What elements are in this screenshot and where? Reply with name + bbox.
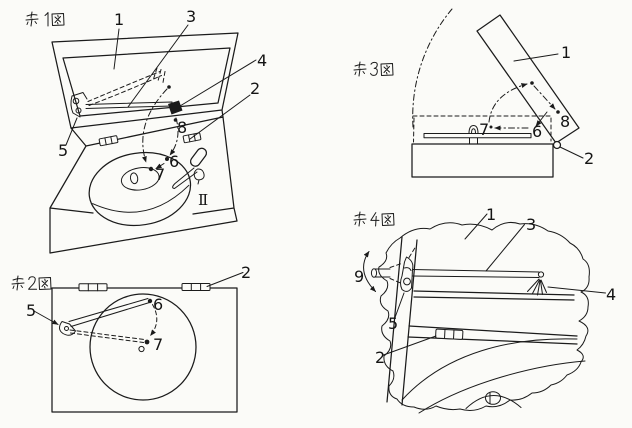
callout-3: 3 xyxy=(526,215,536,234)
lid-outline xyxy=(51,32,239,129)
callout-8: 8 xyxy=(177,118,187,137)
callout-6: 6 xyxy=(169,152,179,171)
cabinet-outline xyxy=(49,109,238,254)
point-dot xyxy=(167,85,171,89)
brush-motion-path-c xyxy=(155,163,165,169)
spindle-hole-detail xyxy=(485,391,501,405)
point-8-dot xyxy=(556,110,560,114)
turntable-side xyxy=(423,133,532,145)
point-7-dot xyxy=(144,339,150,345)
callout-4: 4 xyxy=(606,285,616,304)
callout-7: 7 xyxy=(153,335,163,354)
point-7-dot xyxy=(489,125,493,129)
cleaning-brush xyxy=(168,100,183,115)
lid-side-outline xyxy=(476,14,580,144)
callout-2: 2 xyxy=(584,149,594,168)
motion-arrow-up xyxy=(488,83,528,123)
brush-bristles xyxy=(527,278,547,296)
cleaning-arm-detail xyxy=(411,269,540,278)
pivot-bracket-detail xyxy=(400,256,414,292)
tonearm xyxy=(172,147,208,189)
arm-tip xyxy=(537,271,545,278)
arm-phantom-plan xyxy=(69,329,145,343)
lid-swing-arc xyxy=(412,8,453,128)
figure-3: 㐧3図 1 2 8 6 7 xyxy=(353,8,594,178)
motion-arrow-lid xyxy=(533,85,556,110)
hinge-left xyxy=(98,135,119,147)
callout-5: 5 xyxy=(388,314,398,333)
lid-bottom-edge xyxy=(413,290,575,301)
record-edge-arcs xyxy=(401,338,586,414)
figure-1-leader-lines xyxy=(65,24,257,146)
callout-3: 3 xyxy=(186,7,196,26)
brush-motion-path-b xyxy=(169,117,179,156)
callout-6: 6 xyxy=(532,122,542,141)
brush-sweep-arc xyxy=(150,304,158,336)
leader-2 xyxy=(206,272,244,287)
arm-pivot-bracket xyxy=(70,92,88,118)
cabinet-side-outline xyxy=(411,143,554,178)
callout-2: 2 xyxy=(250,79,260,98)
figure-4: 㐧4図 xyxy=(353,205,616,414)
callout-1: 1 xyxy=(486,205,496,224)
brush-point-dot xyxy=(530,81,534,85)
callout-2: 2 xyxy=(375,348,385,367)
callout-1: 1 xyxy=(114,10,124,29)
callout-5: 5 xyxy=(26,301,36,320)
figure-3-leader-lines xyxy=(513,53,584,159)
record-label-arc xyxy=(465,395,522,409)
leader-5-detail xyxy=(394,292,405,318)
hinge-left-plan xyxy=(78,283,108,292)
callout-7: 7 xyxy=(479,120,489,139)
rotation-arrow-9 xyxy=(363,251,376,292)
tonearm-mark: Ⅱ xyxy=(198,191,208,209)
arm-pivot-plan xyxy=(59,321,76,336)
callout-2: 2 xyxy=(241,263,251,282)
callout-5: 5 xyxy=(58,141,68,160)
record-plan xyxy=(89,293,197,401)
hinge-detail xyxy=(435,328,464,340)
leader-5 xyxy=(33,310,59,325)
callout-9: 9 xyxy=(354,267,364,286)
point-6-dot xyxy=(165,157,169,161)
torn-edge-boundary xyxy=(378,222,590,411)
arm-phantom-position xyxy=(87,67,166,106)
hinge-right-plan xyxy=(181,283,211,291)
figure-1: 㐧1図 xyxy=(25,7,267,254)
bracket-phantom-dash xyxy=(408,246,416,258)
callout-1: 1 xyxy=(561,43,571,62)
spindle-plan xyxy=(138,345,145,353)
callout-7: 7 xyxy=(155,165,165,184)
point-6-dot xyxy=(147,298,153,304)
hinge-pin xyxy=(552,140,562,150)
callout-8: 8 xyxy=(560,112,570,131)
cleaning-arm-plan xyxy=(68,298,150,327)
cabinet-plan-outline xyxy=(51,287,238,413)
figure-4-leader-lines xyxy=(383,213,606,356)
spindle-side xyxy=(468,125,479,134)
callout-4: 4 xyxy=(257,51,267,70)
closed-lid-phantom xyxy=(412,115,552,143)
callout-6: 6 xyxy=(153,295,163,314)
motion-arrow-6 xyxy=(535,111,548,127)
point-8-dot xyxy=(173,118,178,122)
brush-motion-path-a xyxy=(141,88,168,163)
figure-2: 㐧2図 2 5 6 7 xyxy=(11,263,251,413)
cabinet-top-edges xyxy=(407,325,578,345)
arm-pivot-hole xyxy=(64,326,69,331)
turntable-record xyxy=(88,151,192,227)
